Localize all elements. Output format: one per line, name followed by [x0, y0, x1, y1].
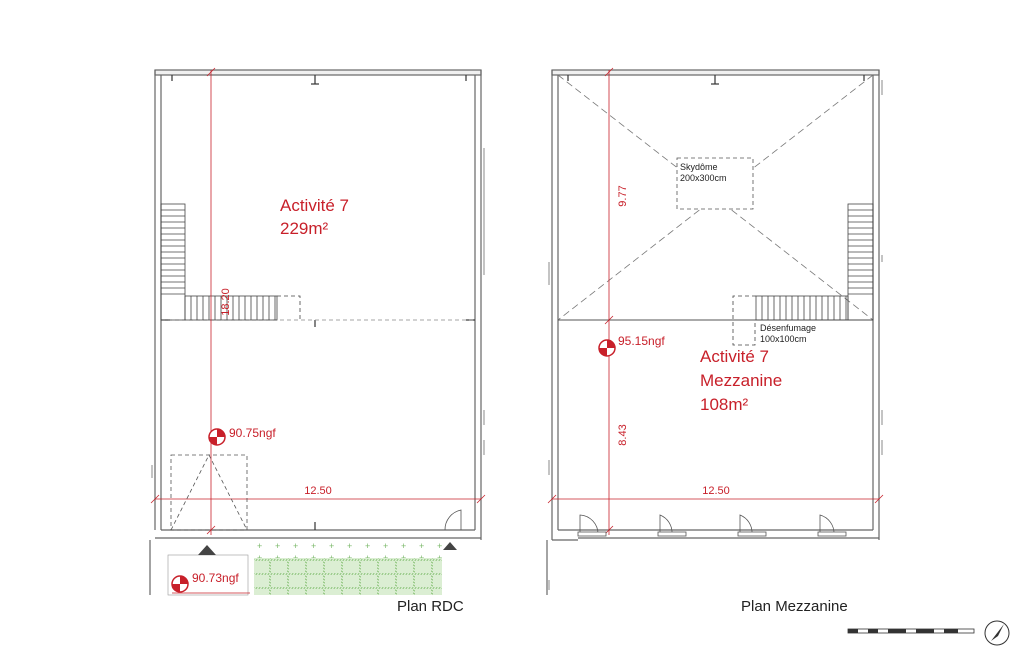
- rdc-level-1: 90.75ngf: [229, 426, 276, 440]
- skydome-label: Skydôme: [680, 162, 718, 172]
- rdc-loading-door: [170, 454, 248, 531]
- rdc-entry-door: [444, 509, 462, 531]
- mezz-room-area: 108m²: [700, 395, 749, 414]
- rdc-room-name: Activité 7: [280, 196, 349, 215]
- smoke-vent-label: Désenfumage: [760, 323, 816, 333]
- mezz-lower-depth-label: 8.43: [617, 424, 629, 445]
- mezz-wall-ticks: [567, 75, 865, 85]
- caption-plan-mezzanine: Plan Mezzanine: [741, 598, 848, 615]
- mezz-depth-dim: [604, 67, 614, 535]
- rdc-entry-arrow-icon: [198, 545, 216, 555]
- caption-plan-rdc: Plan RDC: [397, 598, 464, 615]
- skydome-size: 200x300cm: [680, 173, 727, 183]
- rdc-level-2: 90.73ngf: [192, 571, 239, 585]
- mezz-width-label: 12.50: [702, 485, 730, 497]
- rdc-wall-ticks: [161, 75, 475, 530]
- mezz-walls: [546, 69, 880, 595]
- rdc-width-dim: [150, 494, 486, 504]
- mezz-skydome: [676, 157, 754, 210]
- scale-bar-icon: [847, 628, 975, 634]
- mezz-staircase: [732, 203, 874, 346]
- level-marker-icon: [598, 339, 616, 357]
- mezz-room-name: Activité 7: [700, 347, 769, 366]
- mezz-upper-depth-label: 9.77: [617, 185, 629, 206]
- rdc-exterior-grass: [254, 558, 442, 595]
- rdc-door-arrow-icon: [443, 542, 457, 550]
- rdc-walls: [149, 69, 482, 595]
- rdc-exterior-planting: [254, 540, 442, 558]
- rdc-side-windows: [151, 148, 485, 478]
- rdc-depth-dim: [206, 67, 216, 535]
- mezz-level: 95.15ngf: [618, 334, 665, 348]
- level-marker-icon: [208, 428, 226, 446]
- mezz-room-sub: Mezzanine: [700, 371, 782, 390]
- mezz-width-dim: [547, 494, 884, 504]
- rdc-room-area: 229m²: [280, 219, 329, 238]
- rdc-depth-label: 18.20: [220, 288, 232, 316]
- level-marker-icon: [171, 575, 189, 593]
- smoke-vent-size: 100x100cm: [760, 334, 807, 344]
- north-arrow-icon: [984, 620, 1010, 646]
- plan-mezzanine: Skydôme 200x300cm Désenfumage 100x100cm: [546, 67, 884, 595]
- rdc-staircase: [160, 203, 301, 321]
- plan-rdc: Activité 7 229m² 12.50 18.20 90.75ngf 90…: [149, 67, 486, 596]
- rdc-width-label: 12.50: [304, 485, 332, 497]
- mezz-doors: [577, 514, 847, 537]
- mezz-side-windows: [548, 80, 883, 590]
